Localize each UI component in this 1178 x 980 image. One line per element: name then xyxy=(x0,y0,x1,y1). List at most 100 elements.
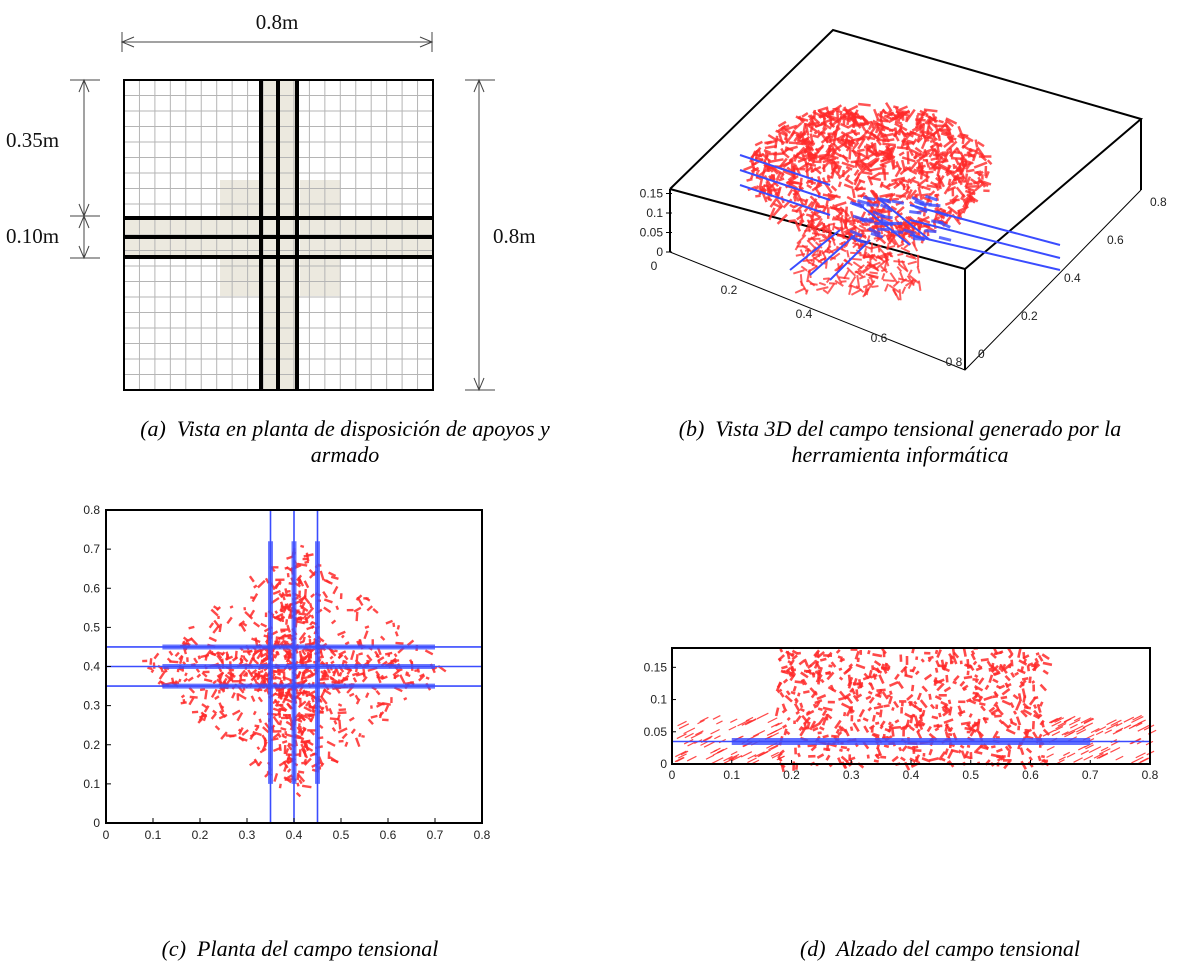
compression-strut xyxy=(973,161,988,169)
compression-strut xyxy=(794,680,803,684)
compression-strut xyxy=(296,574,303,582)
compression-strut xyxy=(1019,747,1025,756)
compression-strut xyxy=(940,700,947,706)
compression-strut xyxy=(801,112,809,118)
tension-tie xyxy=(878,197,892,204)
compression-strut xyxy=(848,756,856,762)
compression-strut xyxy=(806,270,811,283)
caption-b-label: (b) xyxy=(678,416,705,441)
compression-strut xyxy=(911,122,925,132)
compression-strut xyxy=(355,611,359,622)
compression-strut xyxy=(914,117,922,129)
compression-strut xyxy=(974,678,980,684)
stress-field-3d xyxy=(739,102,1061,301)
compression-strut xyxy=(834,108,843,114)
compression-strut xyxy=(950,660,955,664)
caption-c-text: Planta del campo tensional xyxy=(197,936,439,961)
compression-strut xyxy=(873,108,880,121)
compression-strut xyxy=(847,674,852,685)
compression-strut xyxy=(939,151,946,157)
compression-strut xyxy=(1064,731,1074,738)
compression-strut xyxy=(307,634,312,639)
compression-strut xyxy=(869,244,882,250)
compression-strut xyxy=(911,666,917,673)
y-tick-label: 0 xyxy=(93,816,100,830)
compression-strut xyxy=(990,664,999,674)
tension-tie xyxy=(739,184,831,216)
compression-strut xyxy=(908,189,918,200)
compression-strut xyxy=(237,693,247,700)
compression-strut xyxy=(815,204,827,209)
compression-strut xyxy=(197,655,201,660)
compression-strut xyxy=(310,696,315,703)
compression-strut xyxy=(875,752,881,758)
compression-strut xyxy=(203,678,213,683)
compression-strut xyxy=(396,624,401,630)
compression-strut xyxy=(954,157,960,166)
compression-strut xyxy=(869,271,878,275)
compression-strut xyxy=(822,734,829,739)
compression-strut xyxy=(278,592,284,599)
compression-strut xyxy=(974,685,984,692)
compression-strut xyxy=(686,755,697,762)
compression-strut xyxy=(785,690,791,696)
compression-strut xyxy=(792,685,797,692)
compression-strut xyxy=(916,183,924,190)
compression-strut xyxy=(297,700,307,709)
compression-strut xyxy=(805,179,812,185)
compression-strut xyxy=(278,720,283,726)
compression-strut xyxy=(287,652,292,657)
compression-strut xyxy=(848,222,856,228)
compression-strut xyxy=(843,269,850,280)
compression-strut xyxy=(881,138,895,143)
compression-strut xyxy=(848,147,852,160)
compression-strut xyxy=(796,234,807,245)
compression-strut xyxy=(992,694,998,699)
compression-strut xyxy=(791,649,799,655)
compression-strut xyxy=(883,744,890,749)
compression-strut xyxy=(884,283,890,292)
compression-strut xyxy=(905,185,911,193)
compression-strut xyxy=(1031,680,1036,684)
compression-strut xyxy=(329,655,334,660)
compression-strut xyxy=(934,152,947,162)
tension-tie xyxy=(914,205,928,214)
compression-strut xyxy=(959,744,965,749)
compression-strut xyxy=(737,719,750,727)
compression-strut xyxy=(819,726,825,731)
compression-strut xyxy=(858,221,865,227)
compression-strut xyxy=(993,690,998,696)
compression-strut xyxy=(961,144,974,153)
compression-strut xyxy=(758,176,764,190)
compression-strut xyxy=(355,594,363,601)
compression-strut xyxy=(888,695,893,705)
compression-strut xyxy=(210,688,218,698)
compression-strut xyxy=(844,665,853,674)
compression-strut xyxy=(231,656,239,662)
compression-strut xyxy=(812,726,819,732)
compression-strut xyxy=(256,652,263,660)
compression-strut xyxy=(903,243,909,249)
compression-strut xyxy=(280,726,287,731)
compression-strut xyxy=(814,147,820,154)
compression-strut xyxy=(797,156,810,163)
compression-strut xyxy=(158,670,167,680)
compression-strut xyxy=(1001,699,1012,706)
compression-strut xyxy=(1035,652,1040,656)
compression-strut xyxy=(384,704,390,713)
compression-strut xyxy=(872,732,880,738)
y-tick-label: 0.8 xyxy=(83,503,100,517)
compression-strut xyxy=(878,674,885,685)
compression-strut xyxy=(770,745,779,751)
compression-strut xyxy=(906,719,910,725)
compression-strut xyxy=(894,127,898,135)
compression-strut xyxy=(835,648,841,654)
compression-strut xyxy=(326,740,336,747)
compression-strut xyxy=(898,190,910,200)
compression-strut xyxy=(1064,730,1074,736)
compression-strut xyxy=(354,694,360,701)
compression-strut xyxy=(873,142,877,151)
compression-strut xyxy=(237,728,243,733)
compression-strut xyxy=(711,757,724,764)
compression-strut xyxy=(312,709,316,714)
